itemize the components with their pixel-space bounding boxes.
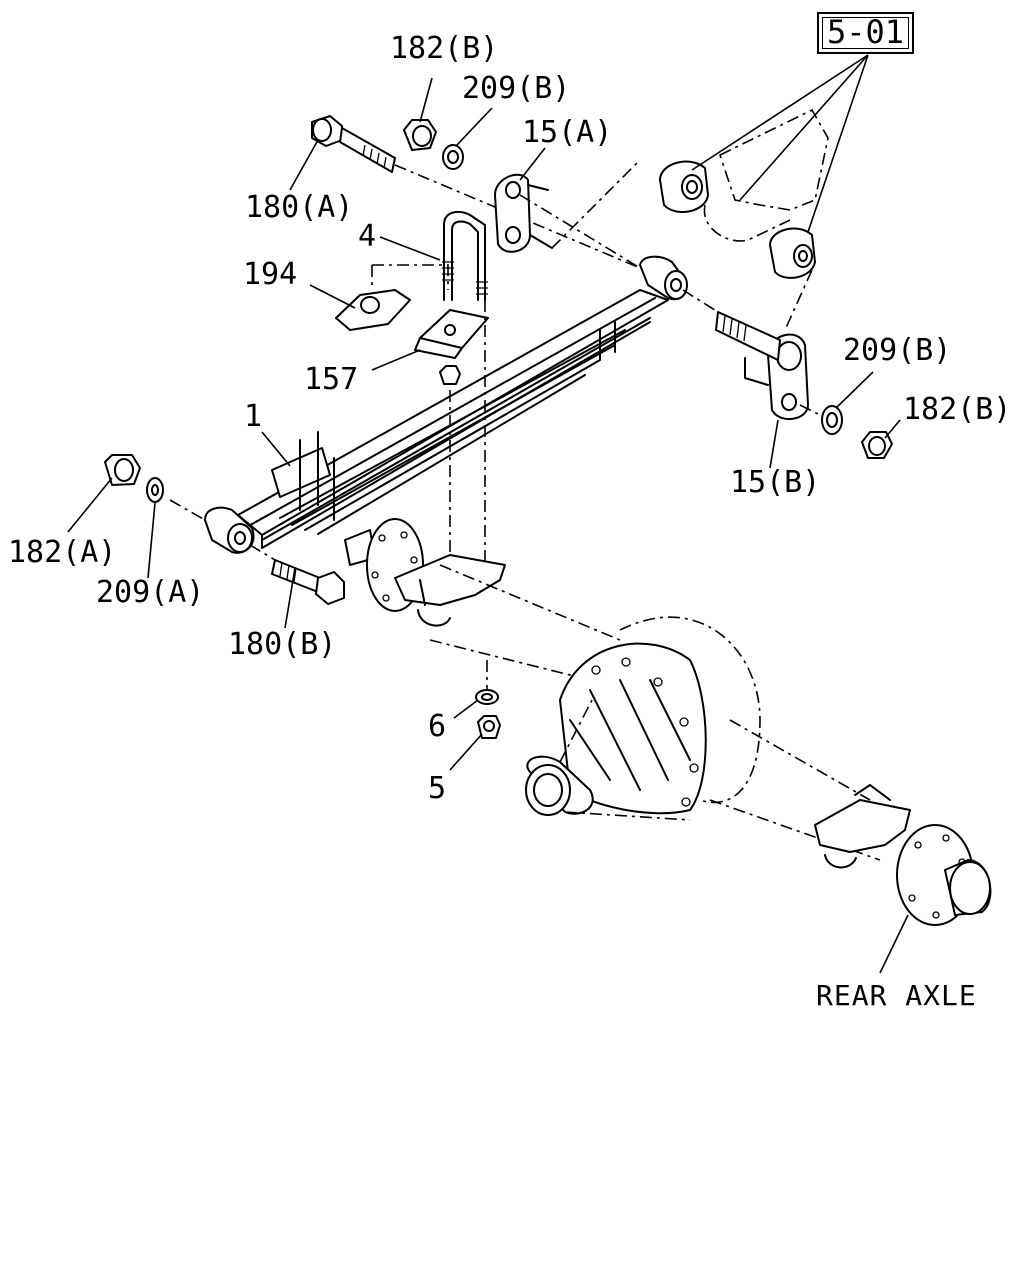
label-194: 194: [243, 257, 298, 292]
reference-box-5-01[interactable]: 5-01: [817, 12, 915, 54]
washer-209a: [146, 477, 164, 503]
nut-182b-top: [403, 119, 437, 151]
label-180b: 180(B): [228, 627, 337, 662]
nut-5: [477, 715, 501, 739]
u-bolt-4: [442, 211, 488, 301]
leaf-spring: [237, 289, 669, 549]
shackle-pin: [715, 311, 781, 386]
label-182b-top: 182(B): [390, 31, 499, 66]
nut-182a: [104, 454, 141, 486]
reference-label: 5-01: [827, 13, 905, 51]
u-bolt-centerlines: [449, 300, 486, 575]
rear-axle-housing: [344, 518, 992, 926]
label-5: 5: [428, 771, 447, 806]
shackle-plate-15a: [494, 173, 553, 253]
washer-209b-right: [821, 405, 843, 435]
label-6: 6: [428, 709, 447, 744]
spring-front-eye: [204, 506, 255, 554]
label-157: 157: [304, 362, 359, 397]
hanger-bracket: [659, 108, 829, 279]
shackle-centerline: [519, 159, 641, 269]
bump-stopper-194: [335, 264, 449, 331]
washer-209b-top: [442, 144, 464, 170]
label-180a: 180(A): [245, 190, 354, 225]
spring-seat-157: [414, 309, 489, 359]
label-rear-axle: REAR AXLE: [816, 979, 977, 1012]
front-eye-centerline: [169, 499, 206, 521]
label-209b-right: 209(B): [843, 333, 952, 368]
label-4: 4: [358, 219, 377, 254]
label-15b: 15(B): [730, 465, 821, 500]
nut-182b-right: [861, 431, 893, 459]
label-182a: 182(A): [8, 535, 117, 570]
label-182b-right: 182(B): [903, 392, 1012, 427]
label-209b-top: 209(B): [462, 71, 571, 106]
bolt-180b: [249, 544, 345, 605]
washer-6: [475, 689, 499, 705]
nut-157: [439, 365, 461, 385]
label-15a: 15(A): [522, 115, 613, 150]
leader-lines: [67, 77, 909, 974]
label-1: 1: [244, 399, 263, 434]
spring-rear-eye: [639, 255, 688, 301]
reference-leaders: [691, 54, 869, 233]
label-209a: 209(A): [96, 575, 205, 610]
